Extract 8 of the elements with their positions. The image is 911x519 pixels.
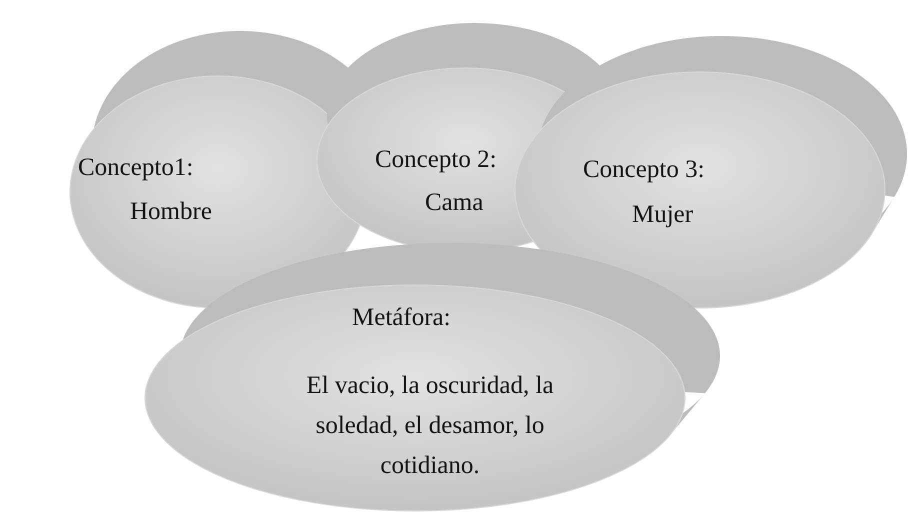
heading-text: Concepto1: xyxy=(78,153,194,183)
body-text: Hombre xyxy=(130,197,212,227)
heading-text: Concepto 3: xyxy=(583,155,705,185)
body-text: Mujer xyxy=(632,200,694,230)
heading-text: Metáfora: xyxy=(352,303,451,333)
body-text: Cama xyxy=(425,188,484,218)
heading-text: Concepto 2: xyxy=(375,145,497,175)
body-text: El vacio, la oscuridad, la soledad, el desamor, lo cotidiano. xyxy=(305,371,555,481)
